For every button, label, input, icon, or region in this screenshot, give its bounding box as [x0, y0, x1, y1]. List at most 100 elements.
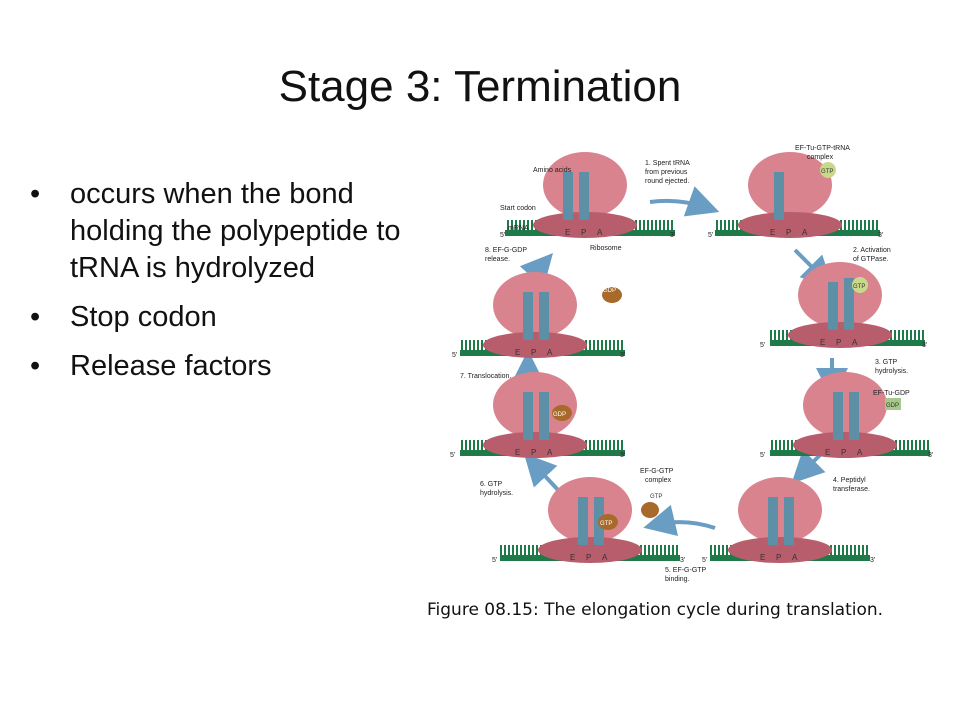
trna: [539, 292, 549, 340]
trna: [828, 282, 838, 330]
trna: [579, 172, 589, 220]
ribosome-small: [738, 212, 842, 238]
ribosome-small: [483, 432, 587, 458]
site-label: A: [547, 448, 553, 457]
bullet-list: • occurs when the bond holding the polype…: [30, 176, 450, 397]
step-6-label: 6. GTP: [480, 481, 503, 488]
step-8-label: 8. EF-G-GDP: [485, 247, 527, 254]
ribosome-large: [493, 272, 577, 338]
five-prime-label: 5': [702, 557, 707, 564]
trna: [563, 172, 573, 220]
cycle-arrow: [643, 504, 716, 537]
bullet-text: occurs when the bond holding the polypep…: [70, 178, 401, 284]
ef-tu-gdp-label: EF-Tu-GDP: [873, 390, 910, 397]
step-5-label: 5. EF-G-GTP: [665, 567, 707, 574]
ribosome-unit: E P A: [715, 152, 880, 238]
gtp-label: GTP: [650, 494, 662, 500]
ribosome-unit: E P A: [770, 372, 930, 458]
site-label: E: [820, 338, 825, 347]
ribosome-unit: E P A: [460, 272, 625, 358]
five-prime-label: 5': [452, 352, 457, 359]
bullet-dot: •: [30, 350, 41, 382]
bullet-item: • occurs when the bond holding the polype…: [30, 176, 450, 287]
trna: [523, 392, 533, 440]
site-label: P: [531, 448, 536, 457]
site-label: E: [515, 348, 520, 357]
site-label: E: [515, 448, 520, 457]
site-label: P: [581, 228, 586, 237]
three-prime-label: 3': [922, 342, 927, 349]
cycle-arrow: [649, 186, 720, 217]
three-prime-label: 3': [878, 232, 883, 239]
step-3-label: 3. GTP: [875, 359, 898, 366]
gdp-blob: [885, 398, 901, 410]
gtp-blob: [820, 162, 836, 178]
trna: [833, 392, 843, 440]
trna: [844, 278, 854, 330]
three-prime-label: 3': [680, 557, 685, 564]
ef-g-blob: [602, 287, 622, 303]
site-label: E: [760, 553, 765, 562]
step-1-label: 1. Spent tRNA: [645, 160, 690, 167]
site-label: A: [802, 228, 808, 237]
three-prime-label: 3': [870, 557, 875, 564]
step-7-label: 7. Translocation.: [460, 373, 511, 380]
step-2-label: 2. Activation: [853, 247, 891, 254]
factors: GTP GTP GDP GDP GDP GTP GTP: [552, 162, 901, 530]
elongation-cycle-diagram: E P A E P A E P A E P A: [450, 145, 933, 583]
site-label: P: [776, 553, 781, 562]
bullet-dot: •: [30, 301, 41, 333]
amino-acids-label: Amino acids: [533, 167, 572, 174]
five-prime-label: 5': [760, 452, 765, 459]
ribosome-small: [538, 537, 642, 563]
ef-g-blob: [598, 514, 618, 530]
ribosome-large: [493, 372, 577, 438]
site-label: P: [531, 348, 536, 357]
trna: [578, 497, 588, 545]
ef-g-complex-label: EF-G-GTP: [640, 468, 674, 475]
site-label: A: [547, 348, 553, 357]
gdp-label: GDP: [603, 288, 616, 294]
site-label: E: [770, 228, 775, 237]
gtp-label: GTP: [853, 284, 865, 290]
ribosome-unit: E P A: [460, 372, 625, 458]
site-label: P: [786, 228, 791, 237]
ribosome-label: Ribosome: [590, 245, 622, 252]
step-4-label: 4. Peptidyl: [833, 477, 866, 484]
site-label: A: [602, 553, 608, 562]
diagram-labels: Amino acids Start codon mRNA Ribosome EF…: [450, 145, 933, 583]
ribosome-small: [483, 332, 587, 358]
five-prime-label: 5': [492, 557, 497, 564]
five-prime-label: 5': [450, 452, 455, 459]
step-3-label: hydrolysis.: [875, 368, 908, 375]
bullet-dot: •: [30, 178, 41, 210]
trna: [774, 172, 784, 220]
five-prime-label: 5': [708, 232, 713, 239]
bullet-text: Release factors: [70, 350, 272, 382]
figure-caption: Figure 08.15: The elongation cycle durin…: [427, 600, 884, 620]
ribosome-unit: E P A: [710, 477, 870, 563]
site-label: E: [565, 228, 570, 237]
slide-title: Stage 3: Termination: [278, 62, 682, 111]
ribosome-large: [803, 372, 887, 438]
five-prime-label: 5': [500, 232, 505, 239]
site-label: A: [852, 338, 858, 347]
ribosome-small: [793, 432, 897, 458]
ribosome-unit: E P A: [770, 262, 925, 348]
site-label: E: [825, 448, 830, 457]
gdp-label: GDP: [553, 412, 566, 418]
bullet-text: Stop codon: [70, 301, 217, 333]
ribosome-small: [788, 322, 892, 348]
step-4-label: transferase.: [833, 486, 870, 493]
site-label: A: [597, 228, 603, 237]
gtp-label: GTP: [821, 169, 833, 175]
site-label: A: [857, 448, 863, 457]
three-prime-label: 3': [928, 452, 933, 459]
ribosome-unit: E P A: [500, 477, 680, 563]
ef-g-complex-label: complex: [645, 477, 672, 484]
ef-g-blob: [641, 502, 659, 518]
three-prime-label: 3': [670, 232, 675, 239]
ribosome-small: [728, 537, 832, 563]
three-prime-label: 3': [620, 452, 625, 459]
step-1-label: from previous: [645, 169, 688, 176]
